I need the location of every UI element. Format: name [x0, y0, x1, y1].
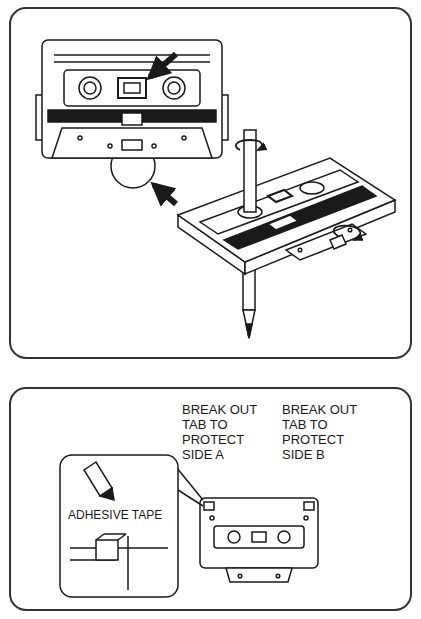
cassette-front [36, 40, 228, 188]
cassette-isometric [178, 158, 395, 274]
pencil-upper [244, 130, 256, 212]
callout-label: BREAK OUT TAB TO PROTECT SIDE A [182, 402, 270, 462]
cassette-back [200, 498, 318, 582]
callout-label: BREAK OUT TAB TO PROTECT SIDE B [282, 402, 370, 462]
detail-inset [60, 455, 203, 597]
part-label: ADHESIVE TAPE [68, 508, 174, 523]
bottom-panel [10, 388, 411, 610]
rotation-arrows [236, 140, 360, 240]
top-panel [10, 8, 411, 358]
